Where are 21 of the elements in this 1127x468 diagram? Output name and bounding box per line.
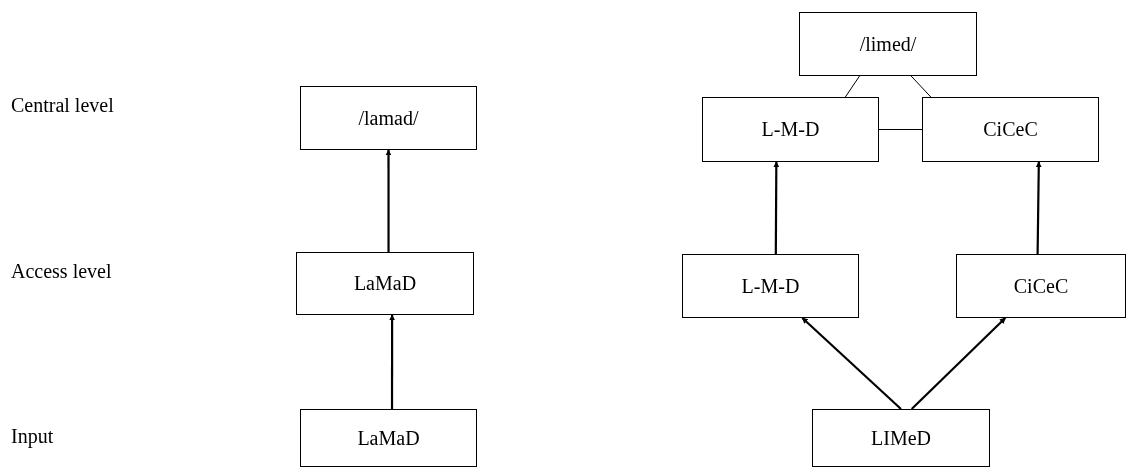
text-box: CiCeC [956, 254, 1126, 318]
connector-line [878, 129, 923, 130]
text-box: LaMaD [300, 409, 477, 467]
arrow [389, 314, 396, 409]
connector-line [910, 75, 932, 98]
level-label: Input [11, 425, 54, 448]
connector-line [844, 75, 860, 98]
level-label: Access level [11, 260, 112, 283]
text-box: /limed/ [799, 12, 977, 76]
text-box: L-M-D [682, 254, 859, 318]
arrow [773, 161, 780, 254]
text-box: /lamad/ [300, 86, 477, 150]
text-box: CiCeC [922, 97, 1099, 162]
arrow [1035, 161, 1042, 254]
arrow [385, 149, 392, 252]
arrow [801, 317, 902, 410]
text-box: LIMeD [812, 409, 990, 467]
text-box: LaMaD [296, 252, 474, 315]
text-box: L-M-D [702, 97, 879, 162]
arrow [910, 317, 1007, 410]
level-label: Central level [11, 94, 114, 117]
